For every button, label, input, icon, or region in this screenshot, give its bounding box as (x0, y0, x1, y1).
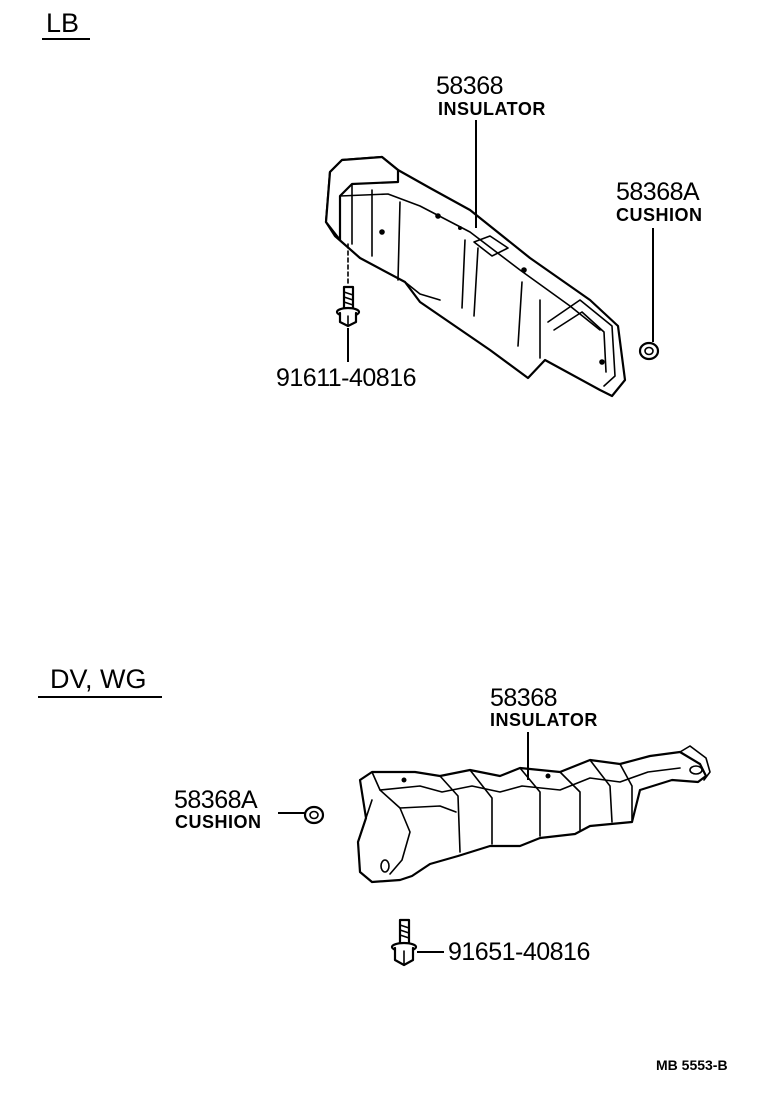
lb-cushion-name: CUSHION (616, 205, 703, 225)
lb-insulator-number: 58368 (436, 72, 504, 100)
lb-bolt-number: 91611-40816 (276, 364, 417, 392)
lb-insulator-name: INSULATOR (438, 99, 546, 119)
lb-section-title: LB (46, 8, 80, 38)
dv-wg-cushion-name: CUSHION (175, 812, 262, 832)
dv-wg-section-title: DV, WG (50, 664, 147, 694)
dv-wg-cushion-part (303, 805, 325, 825)
lb-cushion-part (638, 341, 660, 361)
lb-bolt-part (335, 243, 361, 328)
dv-wg-cushion-number: 58368A (174, 786, 258, 814)
dv-wg-insulator-number: 58368 (490, 684, 558, 712)
dv-wg-bolt-part (390, 918, 418, 967)
lb-cushion-number: 58368A (616, 178, 700, 206)
dv-wg-insulator-name: INSULATOR (490, 710, 598, 730)
lb-insulator-part (324, 155, 627, 398)
dv-wg-bolt-number: 91651-40816 (448, 938, 590, 966)
dv-wg-insulator-part (356, 745, 711, 884)
diagram-code: MB 5553-B (656, 1057, 728, 1073)
